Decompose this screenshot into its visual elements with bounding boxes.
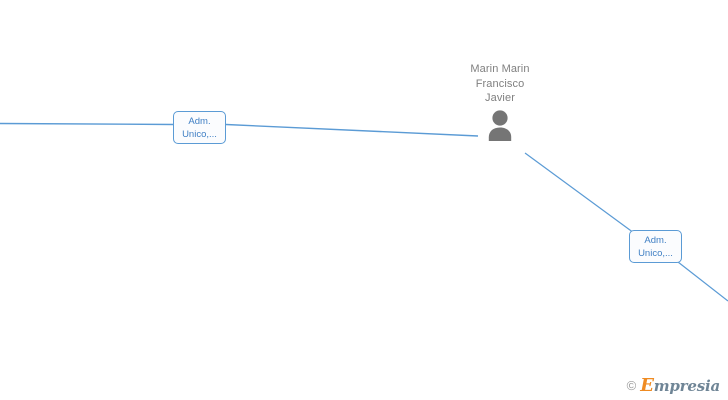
relation-label-right[interactable]: Adm. Unico,... <box>629 230 682 263</box>
relation-label-right-line2: Unico,... <box>638 247 673 259</box>
person-node[interactable]: Marin Marin Francisco Javier <box>456 62 544 141</box>
person-avatar-icon <box>488 109 512 141</box>
brand-logo-initial: E <box>640 375 654 396</box>
watermark: © Empresia <box>626 375 721 396</box>
edge-left-incoming <box>0 122 175 126</box>
brand-logo: Empresia <box>640 375 720 396</box>
relation-label-right-line1: Adm. <box>644 234 667 246</box>
copyright-icon: © <box>626 378 637 393</box>
person-name-label: Marin Marin Francisco Javier <box>470 63 530 104</box>
edge-person-to-box2 <box>524 152 635 234</box>
relation-label-left-line2: Unico,... <box>182 128 217 140</box>
relation-label-left[interactable]: Adm. Unico,... <box>173 111 226 144</box>
brand-logo-rest: mpresia <box>653 377 720 395</box>
relation-label-left-line1: Adm. <box>188 115 211 127</box>
edge-box1-to-person <box>225 123 479 137</box>
edge-box2-outgoing <box>677 261 728 302</box>
